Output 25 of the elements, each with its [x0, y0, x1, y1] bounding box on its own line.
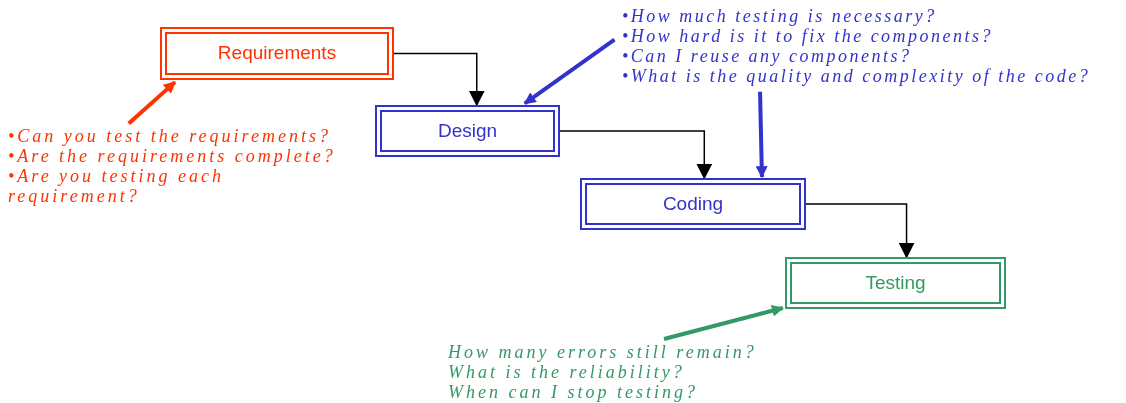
step-label: Design	[437, 118, 498, 143]
question-text: •What is the quality and complexity of the code?	[622, 66, 1092, 86]
step-label: Requirements	[217, 41, 337, 66]
arrow	[663, 304, 784, 341]
question-text: What is the reliability?	[448, 362, 686, 382]
arrow	[805, 203, 915, 259]
question-text: When can I stop testing?	[448, 382, 699, 402]
process-box	[160, 27, 394, 80]
process-box	[580, 178, 806, 230]
process-box	[785, 257, 1006, 309]
question-text: How many errors still remain?	[448, 342, 758, 362]
step-label: Coding	[662, 191, 724, 216]
arrow	[523, 37, 616, 106]
question-text: •Can you test the requirements?	[8, 126, 332, 146]
question-text: •Are the requirements complete?	[8, 146, 337, 166]
arrow	[559, 130, 713, 180]
arrow	[755, 91, 768, 179]
arrow	[393, 52, 485, 107]
question-text: •How much testing is necessary?	[622, 6, 938, 26]
step-label: Testing	[865, 270, 926, 295]
arrow	[127, 80, 177, 126]
question-text: •Are you testing each requirement?	[8, 166, 226, 206]
process-box	[375, 105, 560, 157]
question-text: •Can I reuse any components?	[622, 46, 913, 66]
question-text: •How hard is it to fix the components?	[622, 26, 995, 46]
